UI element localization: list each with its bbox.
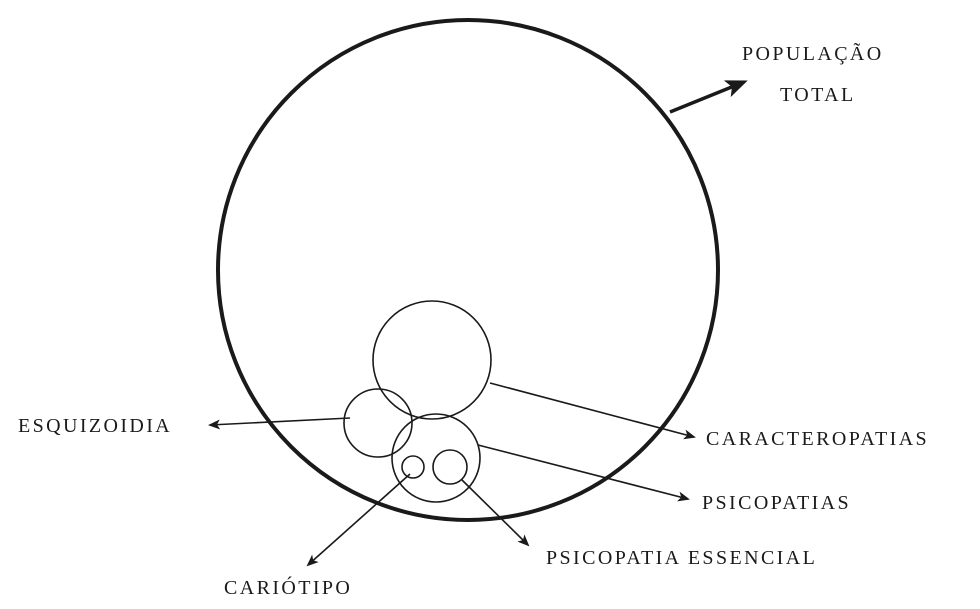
label-psicopatia-essencial: PSICOPATIA ESSENCIAL — [546, 547, 817, 569]
circle-esquizoidia — [343, 388, 413, 458]
label-esquizoidia: ESQUIZOIDIA — [18, 415, 172, 437]
arrow-caracteropatias — [489, 382, 696, 440]
label-cariotipo: CARIÓTIPO — [224, 575, 352, 599]
label-populacao-total-line1: POPULAÇÃO — [742, 41, 884, 65]
arrow-psicopatia-essencial — [461, 479, 530, 547]
arrow-esquizoidia — [208, 417, 351, 430]
circle-caracteropatias — [372, 300, 492, 420]
circle-populacao-total — [216, 18, 720, 522]
arrow-cariotipo — [306, 473, 411, 567]
circle-psicopatias — [391, 413, 481, 503]
circle-psicopatia-essencial — [432, 449, 468, 485]
circle-cariotipo — [401, 455, 425, 479]
label-populacao-total-line2: TOTAL — [780, 84, 856, 106]
arrow-populacao-total — [669, 80, 748, 114]
label-caracteropatias: CARACTEROPATIAS — [706, 428, 929, 450]
arrow-psicopatias — [477, 444, 690, 502]
label-psicopatias: PSICOPATIAS — [702, 492, 851, 514]
